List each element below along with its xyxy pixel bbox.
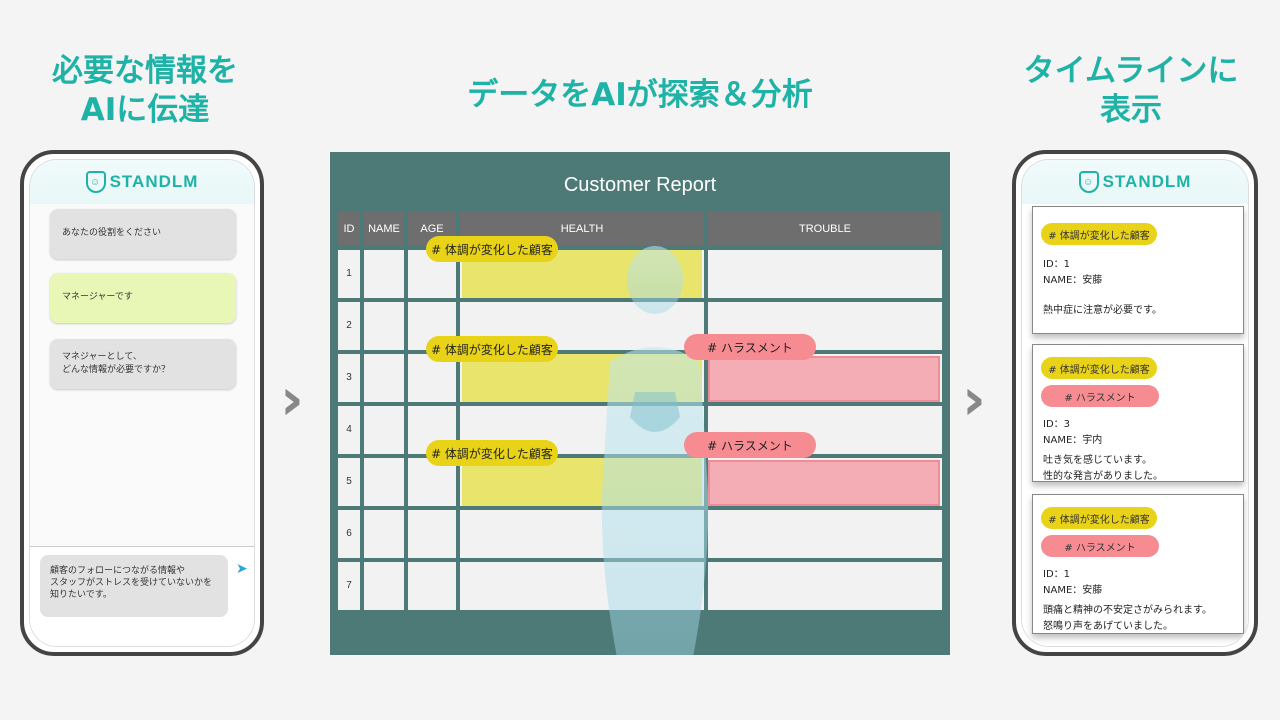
row-id: 1 — [346, 268, 352, 279]
timeline-card[interactable]: # 体調が変化した顧客 # ハラスメント ID：1 NAME：安藤 頭痛と精神の… — [1032, 494, 1244, 634]
trouble-tag: # ハラスメント — [1041, 535, 1159, 557]
column-header-trouble: TROUBLE — [708, 212, 942, 246]
trouble-highlight — [708, 460, 940, 506]
health-tag: # 体調が変化した顧客 — [1041, 507, 1157, 529]
timeline-screen: ☺ STANDLM # 体調が変化した顧客 ID：1 NAME：安藤 熱中症に注… — [1021, 159, 1249, 647]
table-cell — [408, 510, 456, 558]
table-cell — [708, 510, 942, 558]
heading-right-text: タイムラインに 表示 — [1023, 53, 1239, 128]
table-cell — [408, 562, 456, 610]
brand-name: STANDLM — [1102, 172, 1192, 191]
row-id: 7 — [346, 580, 352, 591]
table-cell — [408, 458, 456, 506]
health-tag: # 体調が変化した顧客 — [426, 336, 558, 362]
heading-left: 必要な情報を AIに伝達 — [20, 52, 270, 130]
table-cell — [460, 562, 704, 610]
table-cell — [338, 406, 360, 454]
chevron-right-icon: › — [962, 365, 986, 433]
row-id: 4 — [346, 424, 352, 435]
table-cell — [338, 458, 360, 506]
table-cell — [364, 406, 404, 454]
chat-input[interactable]: 顧客のフォローにつながる情報や スタッフがストレスを受けていないかを 知りたいで… — [40, 555, 228, 617]
chat-message-bot: あなたの役割をください — [50, 209, 236, 259]
table-cell — [338, 354, 360, 402]
table-cell — [338, 510, 360, 558]
table-cell — [338, 562, 360, 610]
table-cell — [364, 354, 404, 402]
timeline-card[interactable]: # 体調が変化した顧客 # ハラスメント ID：3 NAME：宇内 吐き気を感じ… — [1032, 344, 1244, 482]
card-detail: 熱中症に注意が必要です。 — [1043, 305, 1162, 316]
trouble-tag: # ハラスメント — [684, 432, 816, 458]
shield-smile-icon: ☺ — [1078, 171, 1099, 193]
table-cell — [338, 302, 360, 350]
customer-report: Customer Report ID NAME AGE HEALTH TROUB… — [330, 152, 950, 655]
row-id: 6 — [346, 528, 352, 539]
health-tag: # 体調が変化した顧客 — [426, 236, 558, 262]
card-id: ID：1 — [1043, 259, 1071, 270]
card-id: ID：3 — [1043, 419, 1071, 430]
chat-thread[interactable]: あなたの役割をください マネージャーです マネジャーとして、 どんな情報が必要で… — [30, 204, 254, 546]
table-cell — [460, 510, 704, 558]
row-id: 5 — [346, 476, 352, 487]
health-tag: # 体調が変化した顧客 — [1041, 357, 1157, 379]
table-cell — [364, 250, 404, 298]
app-logo: ☺ STANDLM — [1078, 171, 1192, 193]
card-detail: 怒鳴り声をあげていました。 — [1043, 621, 1173, 632]
table-cell — [708, 250, 942, 298]
row-id: 3 — [346, 372, 352, 383]
trouble-highlight — [708, 356, 940, 402]
card-detail: 頭痛と精神の不安定さがみられます。 — [1043, 605, 1212, 616]
column-header-name: NAME — [364, 212, 404, 246]
table-cell — [364, 510, 404, 558]
heading-right: タイムラインに 表示 — [1000, 52, 1262, 130]
chat-phone: ☺ STANDLM あなたの役割をください マネージャーです マネジャーとして、… — [20, 150, 264, 656]
chat-input-area: 顧客のフォローにつながる情報や スタッフがストレスを受けていないかを 知りたいで… — [30, 546, 254, 646]
app-header: ☺ STANDLM — [30, 160, 254, 204]
send-icon[interactable]: ➤ — [236, 561, 248, 577]
column-header-id: ID — [338, 212, 360, 246]
card-name: NAME：宇内 — [1043, 435, 1103, 446]
card-name: NAME：安藤 — [1043, 275, 1103, 286]
table-cell — [708, 562, 942, 610]
timeline-feed[interactable]: # 体調が変化した顧客 ID：1 NAME：安藤 熱中症に注意が必要です。 # … — [1022, 204, 1248, 646]
timeline-card[interactable]: # 体調が変化した顧客 ID：1 NAME：安藤 熱中症に注意が必要です。 — [1032, 206, 1244, 334]
chevron-right-icon: › — [280, 365, 304, 433]
table-cell — [408, 354, 456, 402]
chat-message-user: マネージャーです — [50, 273, 236, 323]
table-cell — [364, 302, 404, 350]
heading-left-text: 必要な情報を AIに伝達 — [52, 53, 238, 128]
timeline-phone: ☺ STANDLM # 体調が変化した顧客 ID：1 NAME：安藤 熱中症に注… — [1012, 150, 1258, 656]
table-cell — [338, 250, 360, 298]
app-logo: ☺ STANDLM — [85, 171, 199, 193]
trouble-tag: # ハラスメント — [1041, 385, 1159, 407]
chat-screen: ☺ STANDLM あなたの役割をください マネージャーです マネジャーとして、… — [29, 159, 255, 647]
table-cell — [364, 458, 404, 506]
card-id: ID：1 — [1043, 569, 1071, 580]
shield-smile-icon: ☺ — [85, 171, 106, 193]
card-name: NAME：安藤 — [1043, 585, 1103, 596]
report-title: Customer Report — [563, 174, 717, 196]
trouble-tag: # ハラスメント — [684, 334, 816, 360]
health-tag: # 体調が変化した顧客 — [426, 440, 558, 466]
card-detail: 吐き気を感じています。 — [1043, 455, 1152, 466]
row-id: 2 — [346, 320, 352, 331]
heading-middle: データをAIが探索＆分析 — [467, 77, 813, 113]
brand-name: STANDLM — [109, 172, 199, 191]
health-tag: # 体調が変化した顧客 — [1041, 223, 1157, 245]
chat-message-bot: マネジャーとして、 どんな情報が必要ですか？ — [50, 339, 236, 389]
app-header: ☺ STANDLM — [1022, 160, 1248, 204]
card-detail: 性的な発言がありました。 — [1043, 471, 1163, 482]
table-cell — [364, 562, 404, 610]
